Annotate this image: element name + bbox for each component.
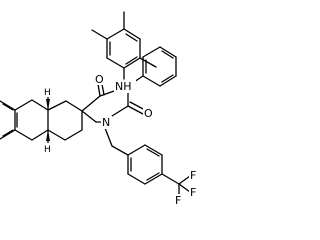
structure-drawing: NH O O N H H F F F: [0, 11, 198, 206]
amide-oxygen-label: O: [95, 73, 104, 86]
phenyl-ring: [142, 46, 177, 87]
amine-substituents: [81, 75, 146, 156]
chemical-structure: NH O O N H H F F F: [0, 11, 198, 206]
amide-nh-label: NH: [115, 80, 132, 93]
fluorine-1-label: F: [190, 169, 196, 182]
ring-system: [0, 96, 83, 144]
carbonyl-oxygen-label: O: [144, 107, 153, 120]
fluorine-3-label: F: [175, 194, 181, 206]
atom-labels: NH O O N H H F F F: [43, 73, 198, 206]
fluorine-2-label: F: [190, 186, 196, 199]
stereo-h-top-label: H: [44, 88, 51, 98]
stereo-h-bottom-label: H: [44, 145, 51, 155]
trifluoromethylphenyl-ring: [127, 144, 191, 196]
amide-group: [81, 83, 118, 112]
amine-nitrogen-label: N: [102, 116, 110, 129]
